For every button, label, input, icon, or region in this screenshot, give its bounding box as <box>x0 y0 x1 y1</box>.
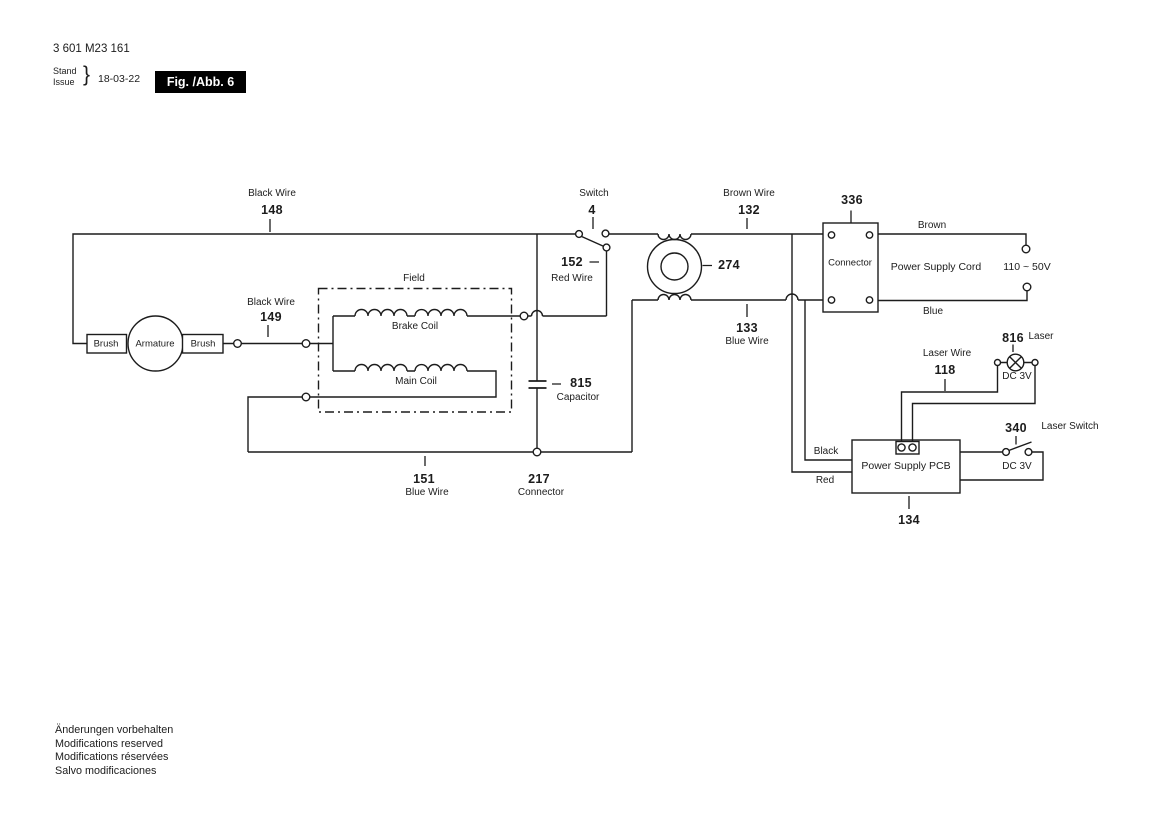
pcb-label: Power Supply PCB <box>861 459 951 472</box>
switch-blade <box>1008 441 1032 452</box>
brace-glyph: } <box>83 63 91 86</box>
power-supply-pcb-box <box>851 365 1036 494</box>
choke-274 <box>646 238 703 295</box>
issue-date: 18-03-22 <box>98 73 141 85</box>
connector-336-name: Connector <box>828 257 872 269</box>
laser-816-name: Laser <box>1028 331 1054 342</box>
wire-132-name: Brown Wire <box>723 188 775 199</box>
brush-right-label: Brush <box>190 338 216 350</box>
switch-blade <box>580 235 605 248</box>
choke-274-number: 274 <box>718 257 740 272</box>
coil-windings <box>354 233 692 372</box>
wire-152-number: 152 <box>561 254 583 269</box>
stand-label: Stand <box>53 66 77 76</box>
pcb-tap-black-label: Black <box>813 446 839 457</box>
cord-rating-label: 110 ~ 50V <box>1003 260 1051 273</box>
wire-149-name: Black Wire <box>247 297 295 308</box>
armature-label: Armature <box>135 338 175 350</box>
wire-151-name: Blue Wire <box>405 487 449 498</box>
switch-4-number: 4 <box>588 202 596 217</box>
connector-dots <box>232 244 1032 457</box>
cord-blue-label: Blue <box>922 306 944 317</box>
part-number: 3 601 M23 161 <box>53 43 130 55</box>
laser-816-rating: DC 3V <box>1002 371 1032 382</box>
brush-right-box <box>181 333 224 354</box>
pcb-134-number: 134 <box>898 512 920 527</box>
field-title: Field <box>403 273 425 284</box>
wire-segments <box>72 233 1028 473</box>
capacitor-815 <box>528 380 547 389</box>
wire-149-number: 149 <box>260 309 282 324</box>
switch-4-name: Switch <box>579 188 609 199</box>
brush-left-label: Brush <box>93 338 119 350</box>
connector-217-name: Connector <box>517 487 565 498</box>
pcb-tap-red-label: Red <box>815 475 835 486</box>
motor <box>86 315 224 372</box>
laser-switch-340-rating: DC 3V <box>1002 461 1032 472</box>
wire-148-name: Black Wire <box>248 188 296 199</box>
laser-switch-340-name: Laser Switch <box>1041 421 1099 432</box>
footer-line-de: Änderungen vorbehalten <box>55 724 174 736</box>
wire-133-number: 133 <box>736 320 758 335</box>
wire-152-name: Red Wire <box>551 273 593 284</box>
footer-line-es: Salvo modificaciones <box>55 764 157 777</box>
laser-wire-118-name: Laser Wire <box>922 348 972 359</box>
footer-line-fr: Modifications réservées <box>55 751 169 763</box>
laser-wire-118-number: 118 <box>934 362 956 377</box>
wire-151-number: 151 <box>413 471 435 486</box>
connector-217-number: 217 <box>528 471 550 486</box>
brake-coil-label: Brake Coil <box>391 321 439 332</box>
capacitor-815-name: Capacitor <box>556 392 600 403</box>
footer-disclaimer: Änderungen vorbehalten Modifications res… <box>55 724 173 778</box>
wire-133-name: Blue Wire <box>725 336 769 347</box>
cord-brown-label: Brown <box>917 220 947 231</box>
laser-switch-340 <box>960 441 1044 481</box>
connector-336-number: 336 <box>841 192 863 207</box>
capacitor-815-number: 815 <box>570 375 592 390</box>
wiring <box>72 233 1028 473</box>
wire-132-number: 132 <box>738 202 760 217</box>
wire-hops <box>530 293 799 317</box>
main-switch-4 <box>574 229 611 252</box>
figure-number-badge: Fig. /Abb. 6 <box>155 71 246 93</box>
leader-lines <box>267 210 1017 509</box>
brush-left-box <box>86 333 128 354</box>
laser-lamp-816 <box>993 353 1039 372</box>
laser-wire-runs <box>900 365 1036 441</box>
wire-148-number: 148 <box>261 202 283 217</box>
field-box <box>317 287 513 413</box>
main-coil-label: Main Coil <box>395 376 437 387</box>
footer-line-en: Modifications reserved <box>55 737 164 750</box>
laser-switch-340-number: 340 <box>1005 420 1027 435</box>
laser-816-number: 816 <box>1002 330 1024 345</box>
power-supply-cord-label: Power Supply Cord <box>890 260 982 273</box>
lamp-x-icon <box>1009 356 1022 369</box>
issue-label: Issue <box>53 77 75 87</box>
connector-336-box <box>822 222 879 313</box>
